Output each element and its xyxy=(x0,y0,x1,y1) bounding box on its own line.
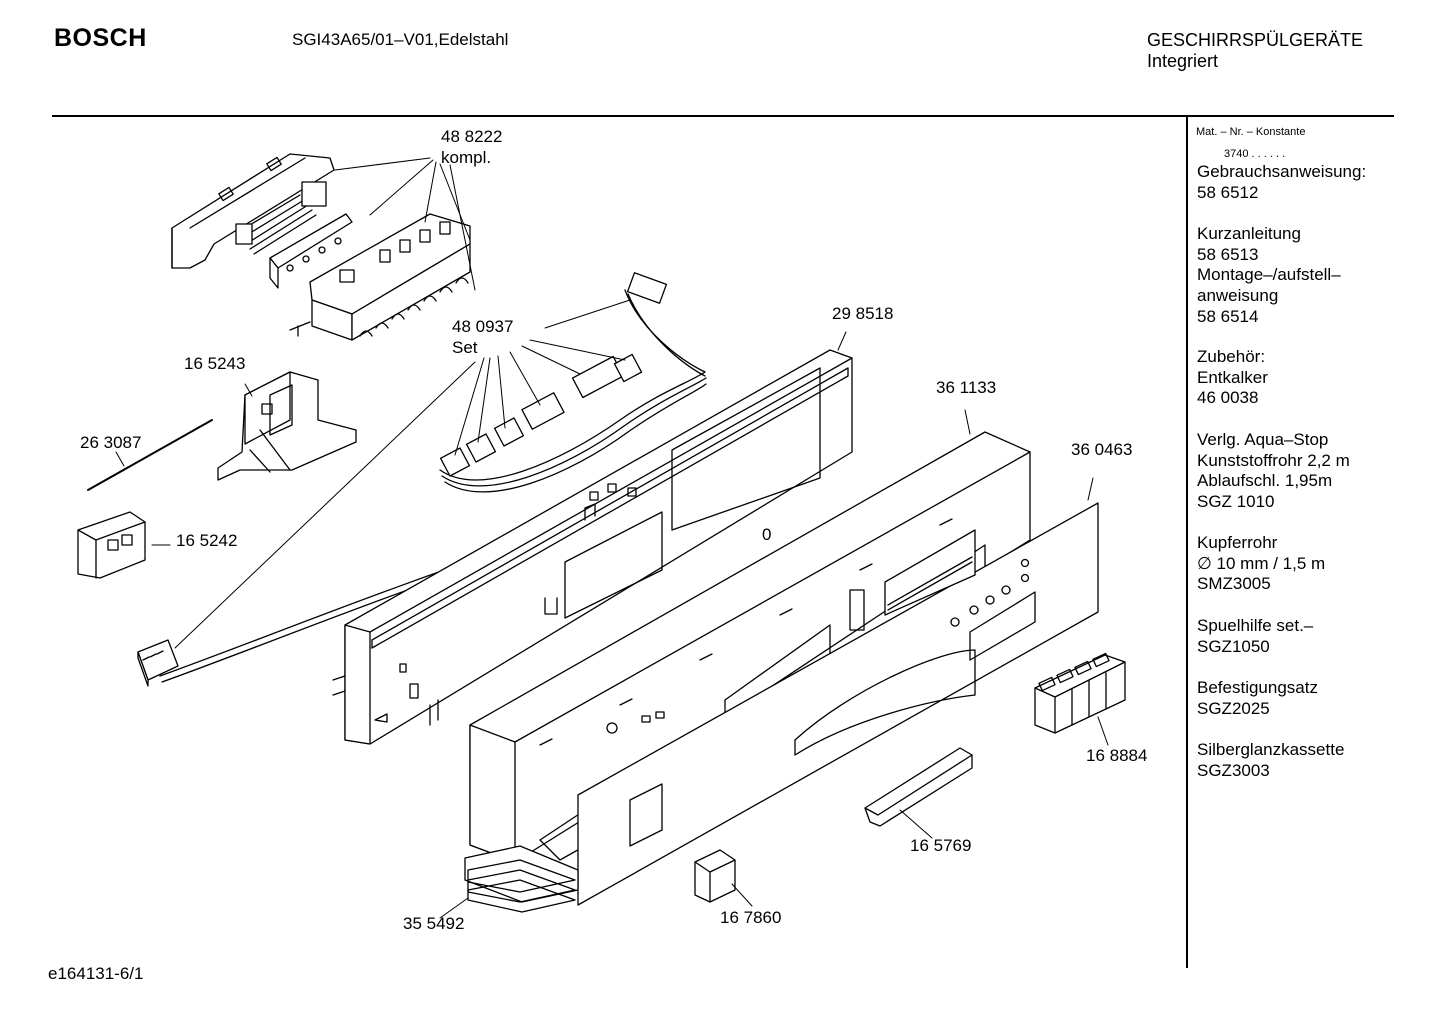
leader-298518 xyxy=(838,332,846,350)
part-label-168884: 16 8884 xyxy=(1086,746,1148,765)
brand-logo: BOSCH xyxy=(54,24,147,52)
zero-mark: 0 xyxy=(762,525,772,544)
rod-263087 xyxy=(88,420,212,490)
leader-165243 xyxy=(245,384,252,396)
sidebar-line: Befestigungsatz xyxy=(1197,678,1318,697)
sidebar-line: Kurzanleitung xyxy=(1197,224,1301,243)
front-panel-360463 xyxy=(578,503,1098,905)
leader-263087 xyxy=(116,452,124,466)
part-label-360463: 36 0463 xyxy=(1071,440,1133,459)
sidebar-line: 58 6512 xyxy=(1197,182,1259,202)
category-title: GESCHIRRSPÜLGERÄTE xyxy=(1147,30,1364,50)
sidebar-line: 58 6513 xyxy=(1197,244,1259,264)
sidebar-line: Kunststoffrohr 2,2 m xyxy=(1197,450,1350,470)
mat-nr-label: Mat. – Nr. – Konstante xyxy=(1196,126,1306,138)
cushion-355492 xyxy=(465,846,578,912)
sidebar-line: Zubehör: xyxy=(1197,347,1266,366)
part-label-488222: 48 8222 xyxy=(441,127,503,146)
sidebar-line: Gebrauchsanweisung: xyxy=(1197,162,1367,181)
buttons-168884 xyxy=(1035,653,1125,733)
part-label-165243: 16 5243 xyxy=(184,354,246,373)
leader-168884 xyxy=(1098,717,1108,745)
part-label-167860: 16 7860 xyxy=(720,908,782,927)
sidebar-line: anweisung xyxy=(1197,286,1279,306)
sidebar-line: Montage–/aufstell– xyxy=(1197,265,1341,285)
sidebar-line: SGZ3003 xyxy=(1197,760,1270,780)
sidebar-line: 46 0038 xyxy=(1197,388,1259,408)
part-note-488222: kompl. xyxy=(441,148,492,167)
model-number: SGI43A65/01–V01,Edelstahl xyxy=(292,30,509,49)
sidebar-line: SGZ1050 xyxy=(1197,636,1270,656)
header-divider xyxy=(52,115,1394,117)
part-label-355492: 35 5492 xyxy=(403,914,465,933)
control-module-488222 xyxy=(172,154,470,340)
bracket-165243 xyxy=(218,372,356,480)
strip-165769 xyxy=(865,748,972,826)
sidebar-line: Kupferrohr xyxy=(1197,533,1278,552)
leader-167860 xyxy=(732,884,752,906)
leader-361133 xyxy=(965,410,970,434)
sidebar-line: SGZ2025 xyxy=(1197,698,1270,718)
mat-nr-value: 3740 . . . . . . xyxy=(1224,148,1286,160)
part-label-263087: 26 3087 xyxy=(80,433,142,452)
leaders-480937 xyxy=(175,300,630,648)
knob-167860 xyxy=(695,850,735,902)
sidebar-line: Spuelhilfe set.– xyxy=(1197,616,1314,635)
sidebar-line: SGZ 1010 xyxy=(1197,492,1275,512)
leader-355492 xyxy=(440,898,468,918)
leader-360463 xyxy=(1088,478,1093,500)
sidebar-line: Silberglanzkassette xyxy=(1197,740,1345,759)
drawing-id: e164131-6/1 xyxy=(48,964,144,983)
sidebar-line: Verlg. Aqua–Stop xyxy=(1197,430,1329,449)
sidebar-line: SMZ3005 xyxy=(1197,574,1271,594)
sidebar-divider xyxy=(1186,116,1188,968)
sidebar-line: 58 6514 xyxy=(1197,306,1259,326)
frame-298518 xyxy=(333,350,852,744)
sidebar-line: ∅ 10 mm / 1,5 m xyxy=(1197,553,1326,573)
part-label-361133: 36 1133 xyxy=(936,378,997,397)
sidebar-line: Ablaufschl. 1,95m xyxy=(1197,471,1333,491)
part-note-480937: Set xyxy=(452,338,478,357)
category-subtitle: Integriert xyxy=(1147,51,1219,71)
sidebar-line: Entkalker xyxy=(1197,367,1268,387)
part-label-165242: 16 5242 xyxy=(176,531,238,550)
part-label-480937: 48 0937 xyxy=(452,317,514,336)
leaders-488222 xyxy=(335,158,475,290)
switch-165242 xyxy=(78,512,145,578)
part-label-298518: 29 8518 xyxy=(832,304,894,323)
frame-361133 xyxy=(470,432,1030,862)
leader-165769 xyxy=(900,810,932,838)
part-label-165769: 16 5769 xyxy=(910,836,972,855)
